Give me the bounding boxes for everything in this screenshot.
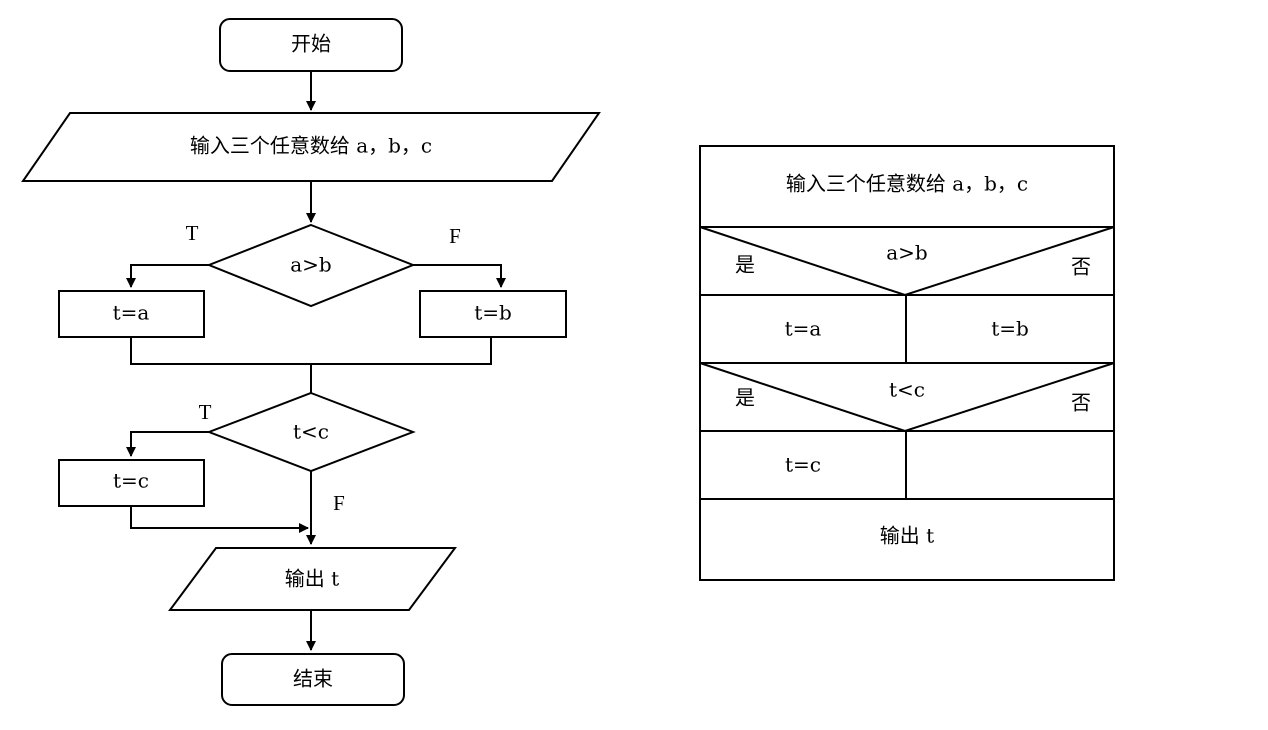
ns-output-label: 输出 t	[880, 524, 934, 548]
decision1-true-label: T	[186, 221, 199, 245]
ns-diagram: 输入三个任意数给 a，b，c a>b 是 否 t=a t=b t<c 是 否 t…	[699, 145, 1115, 581]
end-terminal	[221, 653, 405, 706]
ns-no2-label: 否	[1071, 391, 1091, 415]
decision2-true-label: T	[199, 400, 212, 424]
ns-no1-label: 否	[1071, 255, 1091, 279]
ns-yes1-label: 是	[735, 253, 755, 277]
assign-b-label: t=b	[474, 301, 512, 325]
ns-input-label: 输入三个任意数给 a，b，c	[786, 172, 1028, 196]
end-label: 结束	[293, 667, 333, 691]
merge-line-left	[130, 337, 311, 365]
decision1-diamond	[206, 223, 416, 308]
input-label: 输入三个任意数给 a，b，c	[190, 134, 432, 158]
output-label: 输出 t	[285, 567, 339, 591]
arrow-decision1-true	[126, 264, 209, 288]
output-parallelogram	[168, 547, 457, 611]
ns-then2-label: t=c	[785, 453, 821, 477]
assign-a-label: t=a	[113, 301, 150, 325]
decision1-label: a>b	[290, 253, 331, 277]
ns-yes2-label: 是	[735, 386, 755, 410]
ns-condition2-label: t<c	[889, 378, 925, 402]
ns-condition1-label: a>b	[886, 241, 927, 265]
decision2-false-label: F	[333, 491, 345, 515]
arrow-decision1-false	[413, 264, 506, 288]
ns-then1-label: t=a	[785, 317, 822, 341]
start-label: 开始	[291, 32, 331, 56]
flowchart: 开始 输入三个任意数给 a，b，c a>b T F t=a t=b t<c T	[21, 18, 601, 706]
decision1-false-label: F	[449, 224, 461, 248]
assign-b-box	[419, 290, 567, 338]
merge-line-right	[311, 337, 492, 365]
arrow-decision2-true	[126, 431, 209, 457]
assign-c-label: t=c	[113, 469, 149, 493]
ns-else1-label: t=b	[991, 317, 1029, 341]
input-parallelogram	[21, 112, 601, 182]
arrow-assign-c-to-output	[130, 506, 309, 533]
decision2-label: t<c	[293, 420, 329, 444]
